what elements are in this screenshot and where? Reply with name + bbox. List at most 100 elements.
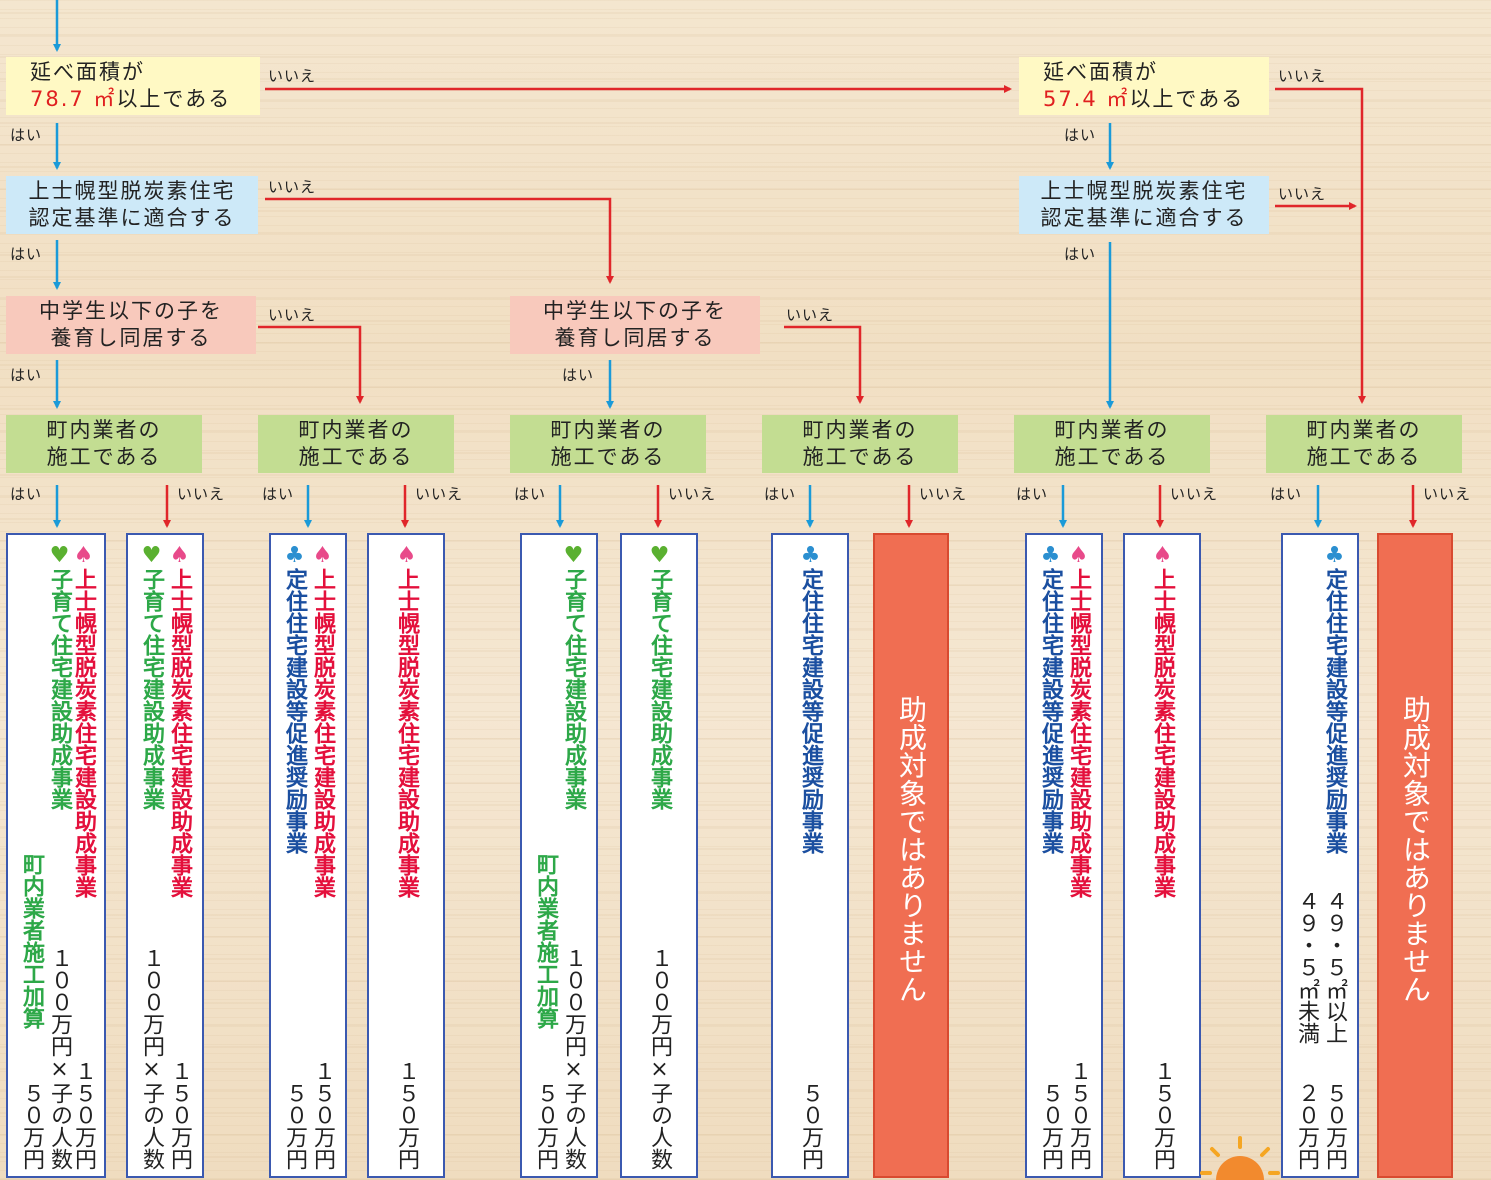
label-no: いいえ — [1170, 485, 1219, 503]
label-yes: はい — [10, 366, 43, 384]
result-box-6: ♥子育て住宅建設助成事業 １００万円×子の人数 — [620, 533, 698, 1178]
result-program-datsutanso: ♠上士幌型脱炭素住宅建設助成事業 — [310, 543, 335, 898]
result-program-teiju: ♣定住住宅建設等促進奨励事業 — [1322, 543, 1347, 854]
label-no: いいえ — [786, 306, 835, 324]
label-yes: はい — [562, 366, 595, 384]
result-amount-20: ２０万円 — [1294, 1082, 1319, 1170]
label-yes: はい — [10, 245, 43, 263]
question-local-3: 町内業者の施工である — [510, 415, 706, 473]
result-amount-150: １５０万円 — [1066, 1060, 1091, 1170]
label-no: いいえ — [1278, 185, 1327, 203]
result-amount-150: １５０万円 — [167, 1060, 192, 1170]
heart-icon: ♥ — [561, 543, 586, 568]
result-box-7: ♣定住住宅建設等促進奨励事業 ５０万円 — [771, 533, 849, 1178]
result-amount-per-child: １００万円×子の人数 — [139, 947, 164, 1170]
spade-icon: ♠ — [71, 543, 96, 568]
arrow-no-child-left — [258, 325, 364, 404]
result-size-small: ４９・５㎡未満 — [1294, 890, 1319, 1044]
result-program-datsutanso: ♠上士幌型脱炭素住宅建設助成事業 — [1066, 543, 1091, 898]
heart-icon: ♥ — [139, 543, 164, 568]
result-program-kosodate: ♥子育て住宅建設助成事業 — [561, 543, 586, 810]
sun-icon — [1200, 1136, 1280, 1180]
label-no: いいえ — [415, 485, 464, 503]
result-amount-50: ５０万円 — [282, 1082, 307, 1170]
question-local-4: 町内業者の施工である — [762, 415, 958, 473]
result-box-3: ♣定住住宅建設等促進奨励事業 ♠上士幌型脱炭素住宅建設助成事業 ５０万円 １５０… — [269, 533, 347, 1178]
label-no: いいえ — [1278, 67, 1327, 85]
result-local-bonus: 町内業者施工加算 — [19, 853, 44, 1029]
label-yes: はい — [764, 485, 797, 503]
result-box-1: ♥子育て住宅建設助成事業 ♠上士幌型脱炭素住宅建設助成事業 町内業者施工加算 １… — [6, 533, 106, 1178]
result-program-datsutanso: ♠上士幌型脱炭素住宅建設助成事業 — [394, 543, 419, 898]
result-amount-per-child: １００万円×子の人数 — [647, 947, 672, 1170]
label-yes: はい — [1270, 485, 1303, 503]
result-program-teiju: ♣定住住宅建設等促進奨励事業 — [798, 543, 823, 854]
club-icon: ♣ — [282, 543, 307, 568]
result-box-4: ♠上士幌型脱炭素住宅建設助成事業 １５０万円 — [367, 533, 445, 1178]
question-local-5: 町内業者の施工である — [1014, 415, 1210, 473]
spade-icon: ♠ — [167, 543, 192, 568]
question-area-small: 延べ面積が 57.4 ㎡以上である — [1019, 57, 1269, 115]
label-no: いいえ — [177, 485, 226, 503]
result-amount-50: ５０万円 — [1038, 1082, 1063, 1170]
result-amount-150: １５０万円 — [394, 1060, 419, 1170]
heart-icon: ♥ — [647, 543, 672, 568]
label-no: いいえ — [268, 178, 317, 196]
arrow-no-area57 — [1275, 87, 1366, 404]
result-box-5: ♥子育て住宅建設助成事業 町内業者施工加算 １００万円×子の人数 ５０万円 — [520, 533, 598, 1178]
spade-icon: ♠ — [1066, 543, 1091, 568]
result-amount-per-child: １００万円×子の人数 — [47, 947, 72, 1170]
question-local-2: 町内業者の施工である — [258, 415, 454, 473]
label-no: いいえ — [268, 67, 317, 85]
arrow-no-cert-left — [265, 197, 614, 284]
label-no: いいえ — [919, 485, 968, 503]
question-cert-right: 上士幌型脱炭素住宅 認定基準に適合する — [1019, 176, 1269, 234]
question-child-mid: 中学生以下の子を 養育し同居する — [510, 296, 760, 354]
result-not-eligible-2: 助成対象ではありません — [1377, 533, 1453, 1178]
result-amount-150: １５０万円 — [310, 1060, 335, 1170]
result-box-8: ♣定住住宅建設等促進奨励事業 ♠上士幌型脱炭素住宅建設助成事業 ５０万円 １５０… — [1025, 533, 1103, 1178]
result-amount-50: ５０万円 — [533, 1082, 558, 1170]
heart-icon: ♥ — [47, 543, 72, 568]
not-eligible-text: 助成対象ではありません — [1399, 695, 1432, 1003]
spade-icon: ♠ — [394, 543, 419, 568]
club-icon: ♣ — [798, 543, 823, 568]
label-yes: はい — [262, 485, 295, 503]
label-yes: はい — [1064, 126, 1097, 144]
result-amount-50: ５０万円 — [1322, 1082, 1347, 1170]
question-local-6: 町内業者の施工である — [1266, 415, 1462, 473]
result-program-teiju: ♣定住住宅建設等促進奨励事業 — [282, 543, 307, 854]
label-no: いいえ — [268, 306, 317, 324]
result-program-datsutanso: ♠上士幌型脱炭素住宅建設助成事業 — [71, 543, 96, 898]
result-program-kosodate: ♥子育て住宅建設助成事業 — [47, 543, 72, 810]
club-icon: ♣ — [1322, 543, 1347, 568]
label-yes: はい — [10, 126, 43, 144]
label-no: いいえ — [1423, 485, 1472, 503]
label-yes: はい — [1016, 485, 1049, 503]
spade-icon: ♠ — [310, 543, 335, 568]
question-area-large: 延べ面積が 78.7 ㎡以上である — [6, 57, 260, 115]
result-box-10: ♣定住住宅建設等促進奨励事業 ４９・５㎡以上 ４９・５㎡未満 ５０万円 ２０万円 — [1281, 533, 1359, 1178]
result-amount-50: ５０万円 — [798, 1082, 823, 1170]
result-amount-150: １５０万円 — [1150, 1060, 1175, 1170]
label-yes: はい — [1064, 245, 1097, 263]
result-program-datsutanso: ♠上士幌型脱炭素住宅建設助成事業 — [167, 543, 192, 898]
result-local-bonus: 町内業者施工加算 — [533, 853, 558, 1029]
spade-icon: ♠ — [1150, 543, 1175, 568]
result-size-large: ４９・５㎡以上 — [1322, 890, 1347, 1044]
result-amount-50: ５０万円 — [19, 1082, 44, 1170]
result-program-datsutanso: ♠上士幌型脱炭素住宅建設助成事業 — [1150, 543, 1175, 898]
label-no: いいえ — [668, 485, 717, 503]
label-yes: はい — [10, 485, 43, 503]
not-eligible-text: 助成対象ではありません — [895, 695, 928, 1003]
result-amount-150: １５０万円 — [71, 1060, 96, 1170]
arrow-no-child-mid — [784, 325, 864, 404]
question-cert-left: 上士幌型脱炭素住宅 認定基準に適合する — [6, 176, 258, 234]
result-program-teiju: ♣定住住宅建設等促進奨励事業 — [1038, 543, 1063, 854]
result-box-9: ♠上士幌型脱炭素住宅建設助成事業 １５０万円 — [1123, 533, 1201, 1178]
result-program-kosodate: ♥子育て住宅建設助成事業 — [139, 543, 164, 810]
result-not-eligible-1: 助成対象ではありません — [873, 533, 949, 1178]
label-yes: はい — [514, 485, 547, 503]
result-amount-per-child: １００万円×子の人数 — [561, 947, 586, 1170]
